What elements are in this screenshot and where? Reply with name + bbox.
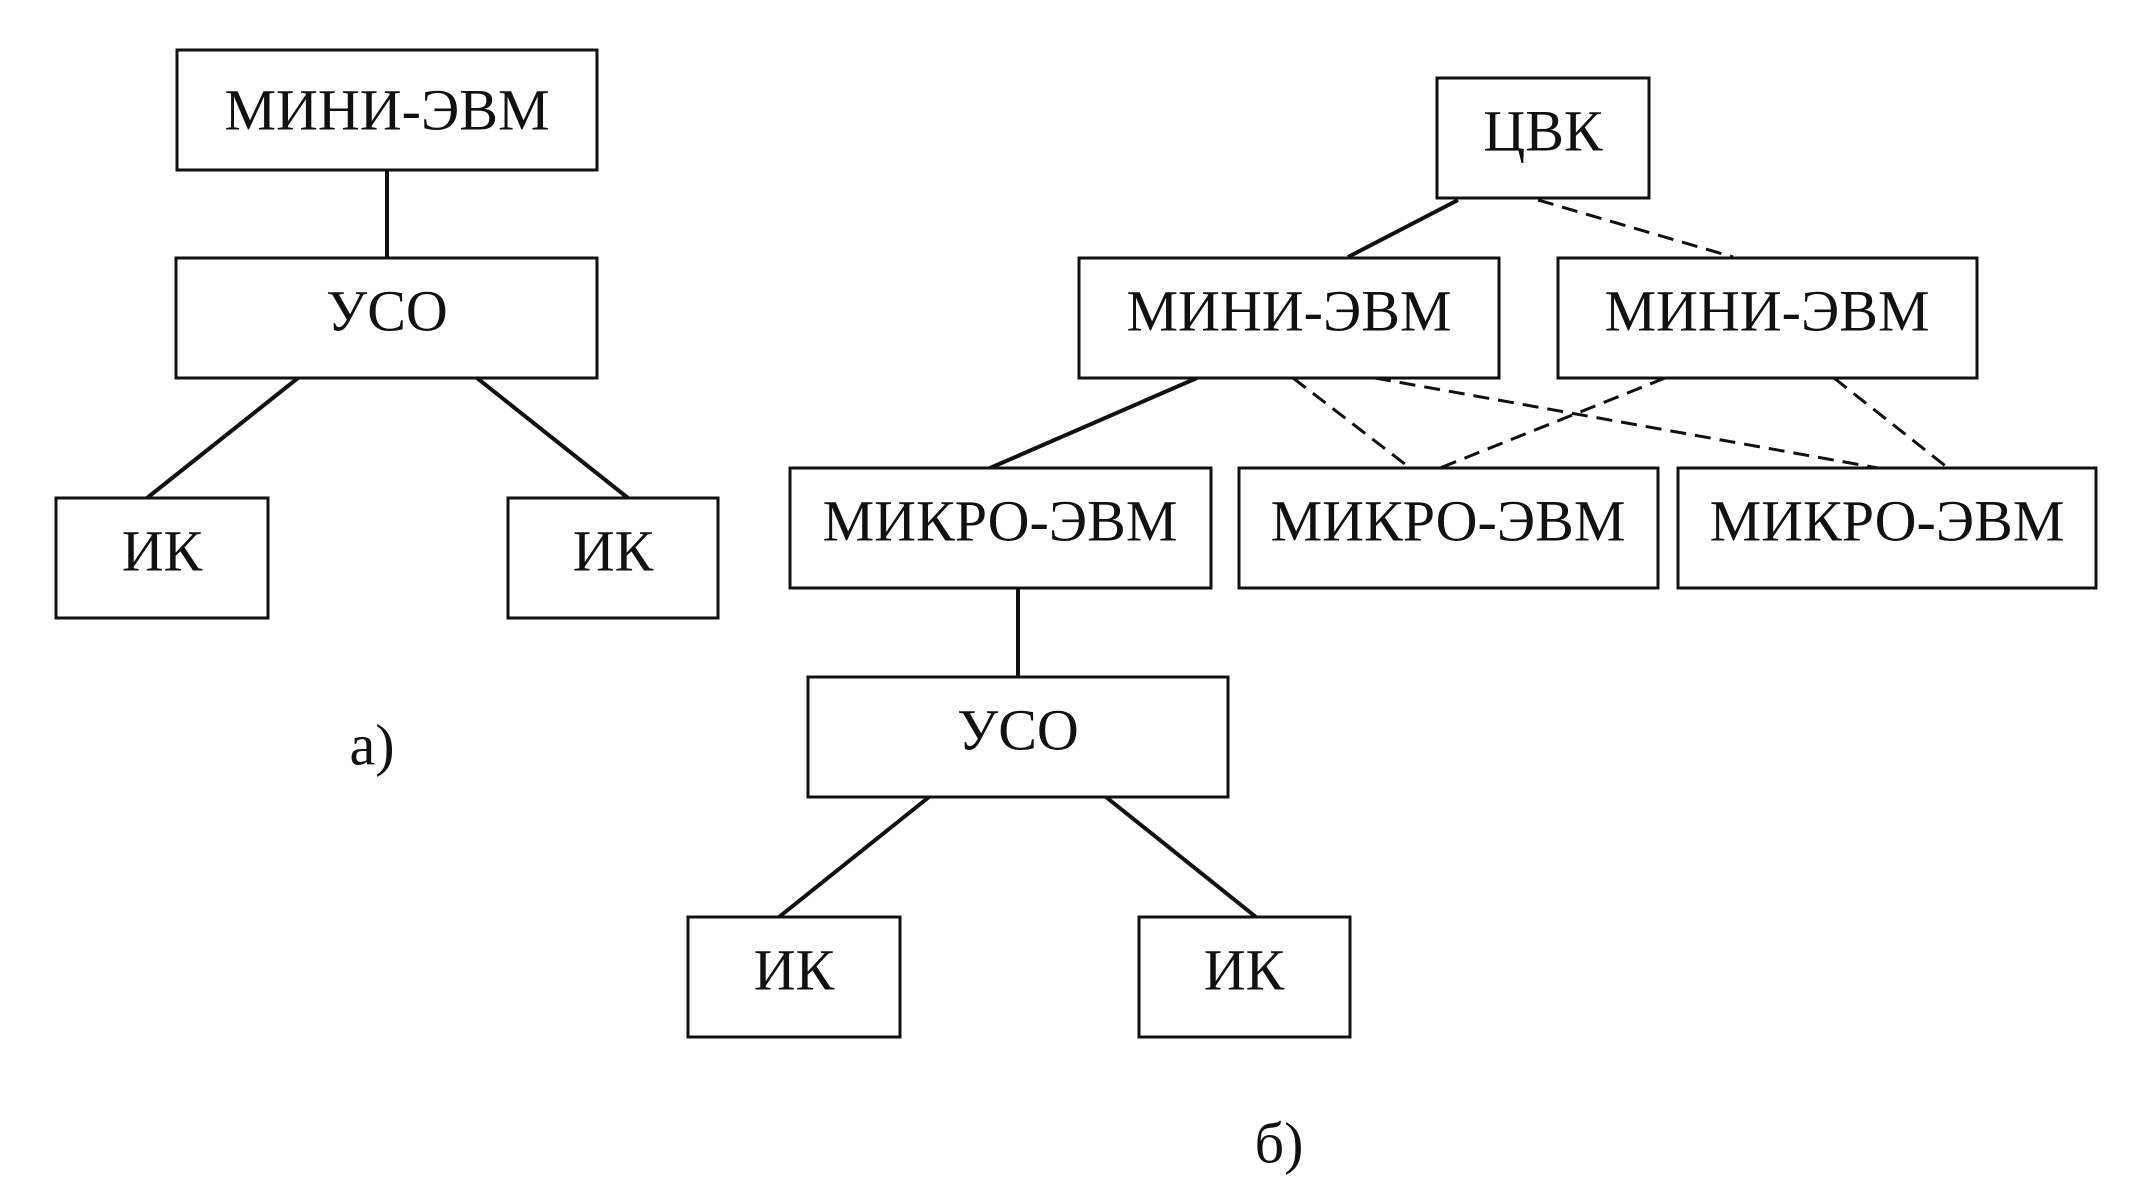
node-b-cvk-label: ЦВК	[1483, 99, 1603, 164]
node-b-ik-left: ИК	[686, 915, 902, 1039]
node-b-uso: УСО	[806, 675, 1230, 799]
caption-a: а)	[349, 713, 394, 778]
edge-b-mini1-micro2	[1292, 376, 1411, 470]
node-b-ik-right-label: ИК	[1204, 938, 1285, 1003]
edge-a-uso-ik-right	[475, 376, 630, 500]
node-b-micro-1-label: МИКРО-ЭВМ	[823, 489, 1178, 554]
node-b-micro-3: МИКРО-ЭВМ	[1676, 466, 2098, 590]
diagram-a-edges	[145, 170, 630, 500]
node-b-mini-2: МИНИ-ЭВМ	[1556, 256, 1979, 380]
node-b-uso-label: УСО	[957, 698, 1079, 763]
node-a-mini: МИНИ-ЭВМ	[175, 48, 599, 172]
node-b-mini-2-label: МИНИ-ЭВМ	[1604, 279, 1929, 344]
node-b-micro-3-label: МИКРО-ЭВМ	[1710, 489, 2065, 554]
node-a-ik-left-label: ИК	[122, 519, 203, 584]
edge-b-mini2-micro3	[1833, 376, 1949, 470]
node-a-ik-right: ИК	[506, 496, 720, 620]
caption-b: б)	[1255, 1111, 1304, 1176]
node-a-uso: УСО	[174, 256, 599, 380]
edge-b-uso-ik-left	[777, 795, 931, 919]
edge-b-uso-ik-right	[1104, 795, 1258, 919]
edge-b-mini1-micro1	[989, 376, 1198, 470]
node-a-mini-label: МИНИ-ЭВМ	[224, 78, 549, 143]
node-b-mini-1: МИНИ-ЭВМ	[1077, 256, 1501, 380]
node-b-ik-right: ИК	[1137, 915, 1352, 1039]
edge-a-uso-ik-left	[145, 376, 300, 500]
node-b-micro-2: МИКРО-ЭВМ	[1237, 466, 1660, 590]
node-a-ik-right-label: ИК	[573, 519, 654, 584]
edge-b-cvk-mini1	[1347, 198, 1459, 259]
diagram-b-edges	[777, 198, 1949, 919]
edge-b-mini1-micro3	[1374, 376, 1879, 470]
node-b-mini-1-label: МИНИ-ЭВМ	[1126, 279, 1451, 344]
edge-b-cvk-mini2	[1537, 198, 1734, 259]
node-a-uso-label: УСО	[326, 279, 448, 344]
node-b-ik-left-label: ИК	[754, 938, 835, 1003]
node-a-ik-left: ИК	[54, 496, 270, 620]
node-b-micro-2-label: МИКРО-ЭВМ	[1271, 489, 1626, 554]
node-b-micro-1: МИКРО-ЭВМ	[788, 466, 1213, 590]
edge-b-mini2-micro2	[1439, 376, 1666, 470]
node-b-cvk: ЦВК	[1435, 76, 1651, 200]
